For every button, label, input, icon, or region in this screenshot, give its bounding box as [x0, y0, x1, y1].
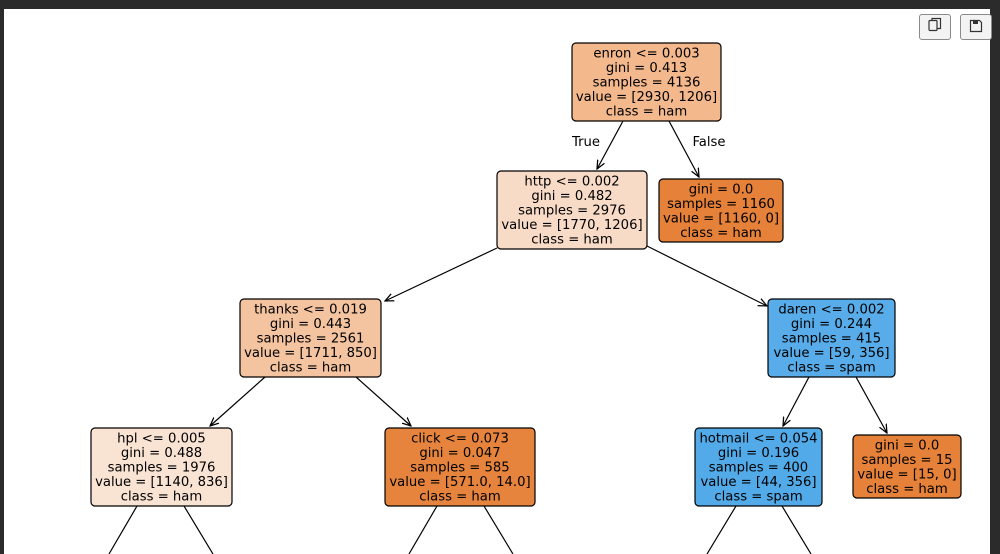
tree-node-line: gini = 0.047: [419, 446, 500, 461]
tree-node-line: value = [1160, 0]: [663, 211, 779, 226]
tree-node-line: hotmail <= 0.054: [699, 432, 817, 447]
copy-button[interactable]: [919, 14, 951, 40]
tree-node-line: value = [15, 0]: [857, 467, 956, 482]
tree-node-line: samples = 1160: [667, 197, 775, 212]
tree-edge-continuation: [183, 505, 214, 554]
edge-label-true: True: [571, 135, 600, 150]
tree-node-line: class = ham: [680, 226, 761, 241]
tree-node-line: class = spam: [787, 361, 875, 376]
tree-node-line: samples = 585: [410, 461, 509, 476]
tree-node-line: gini = 0.244: [791, 317, 872, 332]
tree-edge: [210, 376, 266, 426]
tree-node-line: enron <= 0.003: [593, 47, 699, 62]
tree-edge: [355, 376, 411, 426]
tree-edge-continuation: [706, 505, 737, 554]
tree-node-line: hpl <= 0.005: [117, 432, 206, 447]
tree-edge: [646, 245, 767, 306]
tree-edge: [385, 247, 498, 301]
tree-node-box: [767, 298, 896, 378]
window-frame-right: [990, 0, 1000, 554]
tree-node-box: [658, 178, 784, 243]
tree-node-line: class = ham: [606, 105, 687, 120]
tree-node-line: daren <= 0.002: [778, 303, 884, 318]
tree-node-box: [496, 170, 648, 250]
tree-node-line: class = ham: [531, 233, 612, 248]
tree-edge-continuation: [408, 505, 438, 554]
tree-edge: [783, 376, 810, 426]
copy-icon: [928, 17, 942, 37]
tree-edges: [108, 120, 887, 554]
tree-edge-continuation: [108, 505, 138, 554]
tree-node-box: [852, 434, 962, 499]
tree-node-line: samples = 2561: [257, 332, 365, 347]
tree-node-line: value = [44, 356]: [700, 475, 816, 490]
tree-edge: [597, 120, 624, 169]
tree-edge-continuation: [781, 505, 812, 554]
tree-node-line: value = [2930, 1206]: [576, 90, 717, 105]
tree-edge: [668, 120, 699, 177]
tree-node-line: class = ham: [866, 482, 947, 497]
tree-node-line: samples = 1976: [108, 461, 216, 476]
tree-node-box: [239, 298, 382, 378]
tree-node-line: value = [571.0, 14.0]: [389, 475, 530, 490]
tree-node-line: gini = 0.443: [270, 317, 351, 332]
tree-node-line: value = [1770, 1206]: [501, 218, 642, 233]
tree-node-line: click <= 0.073: [411, 432, 509, 447]
tree-node-line: gini = 0.482: [531, 189, 612, 204]
tree-node-line: samples = 415: [782, 332, 881, 347]
tree-node-line: class = spam: [714, 490, 802, 505]
tree-node-line: class = ham: [419, 490, 500, 505]
tree-node-box: [571, 42, 722, 122]
tree-node-line: samples = 400: [709, 461, 808, 476]
save-button[interactable]: [960, 14, 992, 40]
window-frame-left: [0, 0, 4, 554]
tree-node-box: [694, 427, 823, 507]
tree-edge-continuation: [483, 505, 514, 554]
tree-node-line: gini = 0.488: [121, 446, 202, 461]
edge-label-false: False: [692, 135, 725, 150]
tree-node-line: gini = 0.413: [606, 61, 687, 76]
tree-node-line: class = ham: [121, 490, 202, 505]
tree-node-line: samples = 2976: [518, 204, 626, 219]
tree-node-line: samples = 4136: [593, 76, 701, 91]
window-frame-top: [0, 0, 1000, 9]
tree-node-line: http <= 0.002: [524, 175, 619, 190]
tree-edge: [855, 376, 887, 433]
tree-node-line: gini = 0.0: [875, 438, 939, 453]
tree-node-line: value = [1140, 836]: [95, 475, 228, 490]
tree-node-box: [384, 427, 536, 507]
tree-node-line: thanks <= 0.019: [254, 303, 367, 318]
tree-node-box: [90, 427, 233, 507]
tree-node-line: gini = 0.0: [689, 182, 753, 197]
tree-node-line: value = [59, 356]: [773, 346, 889, 361]
tree-node-line: gini = 0.196: [718, 446, 799, 461]
tree-node-line: class = ham: [270, 361, 351, 376]
tree-node-line: samples = 15: [861, 453, 952, 468]
tree-node-line: value = [1711, 850]: [244, 346, 377, 361]
save-icon: [969, 18, 983, 37]
